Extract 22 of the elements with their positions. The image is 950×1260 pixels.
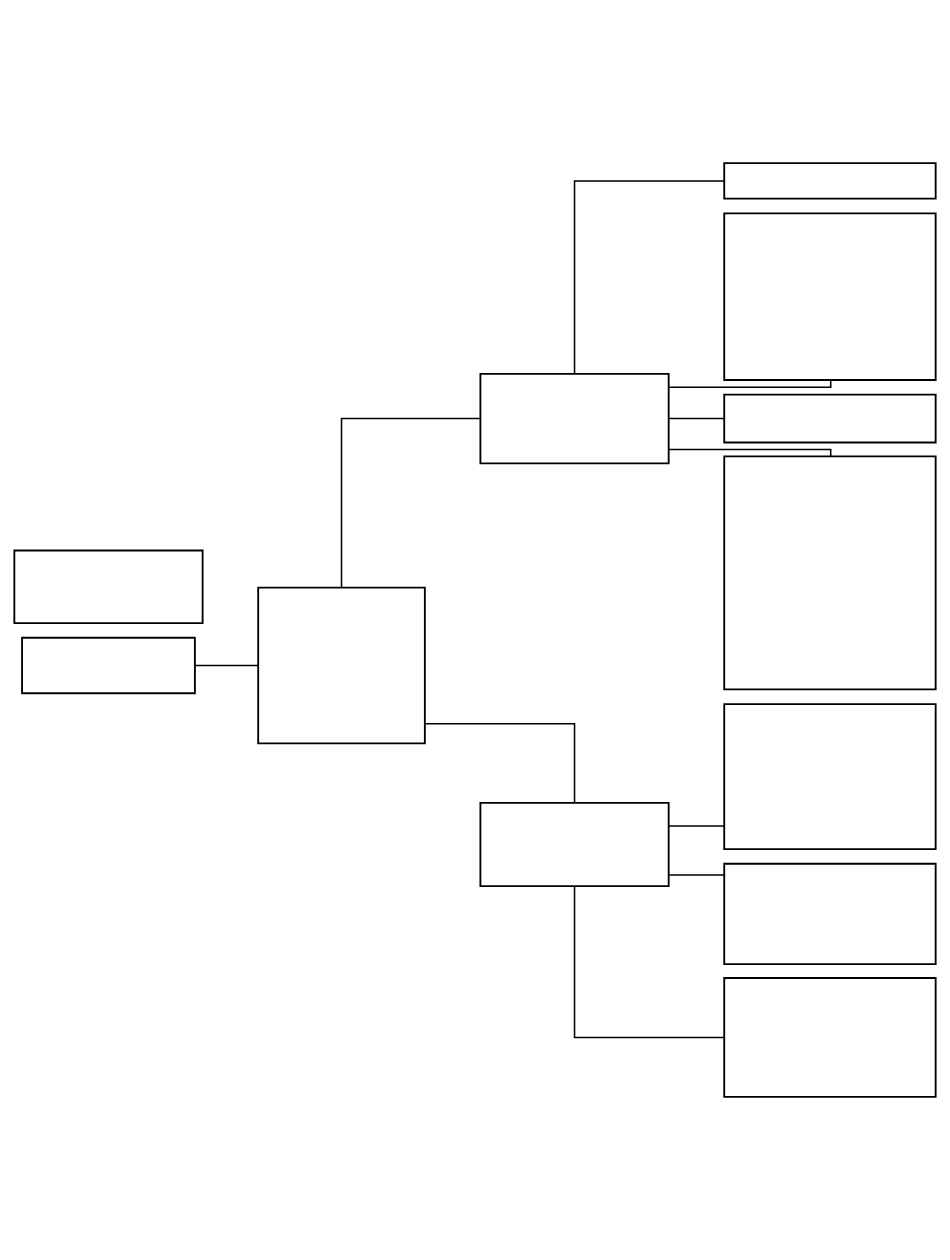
connector	[668, 448, 832, 457]
connector	[668, 379, 832, 389]
connector	[668, 417, 725, 420]
connector	[573, 180, 725, 375]
node-box	[479, 372, 670, 465]
node-box	[723, 977, 937, 1098]
node-box	[723, 455, 937, 691]
node-box	[21, 636, 196, 695]
connector	[668, 874, 725, 876]
node-box	[723, 212, 937, 381]
node-box	[723, 703, 937, 851]
connector	[668, 825, 725, 827]
node-box	[257, 586, 426, 745]
node-box	[13, 549, 204, 624]
node-box	[723, 162, 937, 200]
connector	[340, 417, 481, 589]
node-box	[723, 862, 937, 966]
node-box	[723, 393, 937, 444]
connector	[424, 723, 576, 804]
node-box	[479, 801, 670, 888]
connector	[194, 664, 259, 667]
connector	[573, 885, 725, 1039]
